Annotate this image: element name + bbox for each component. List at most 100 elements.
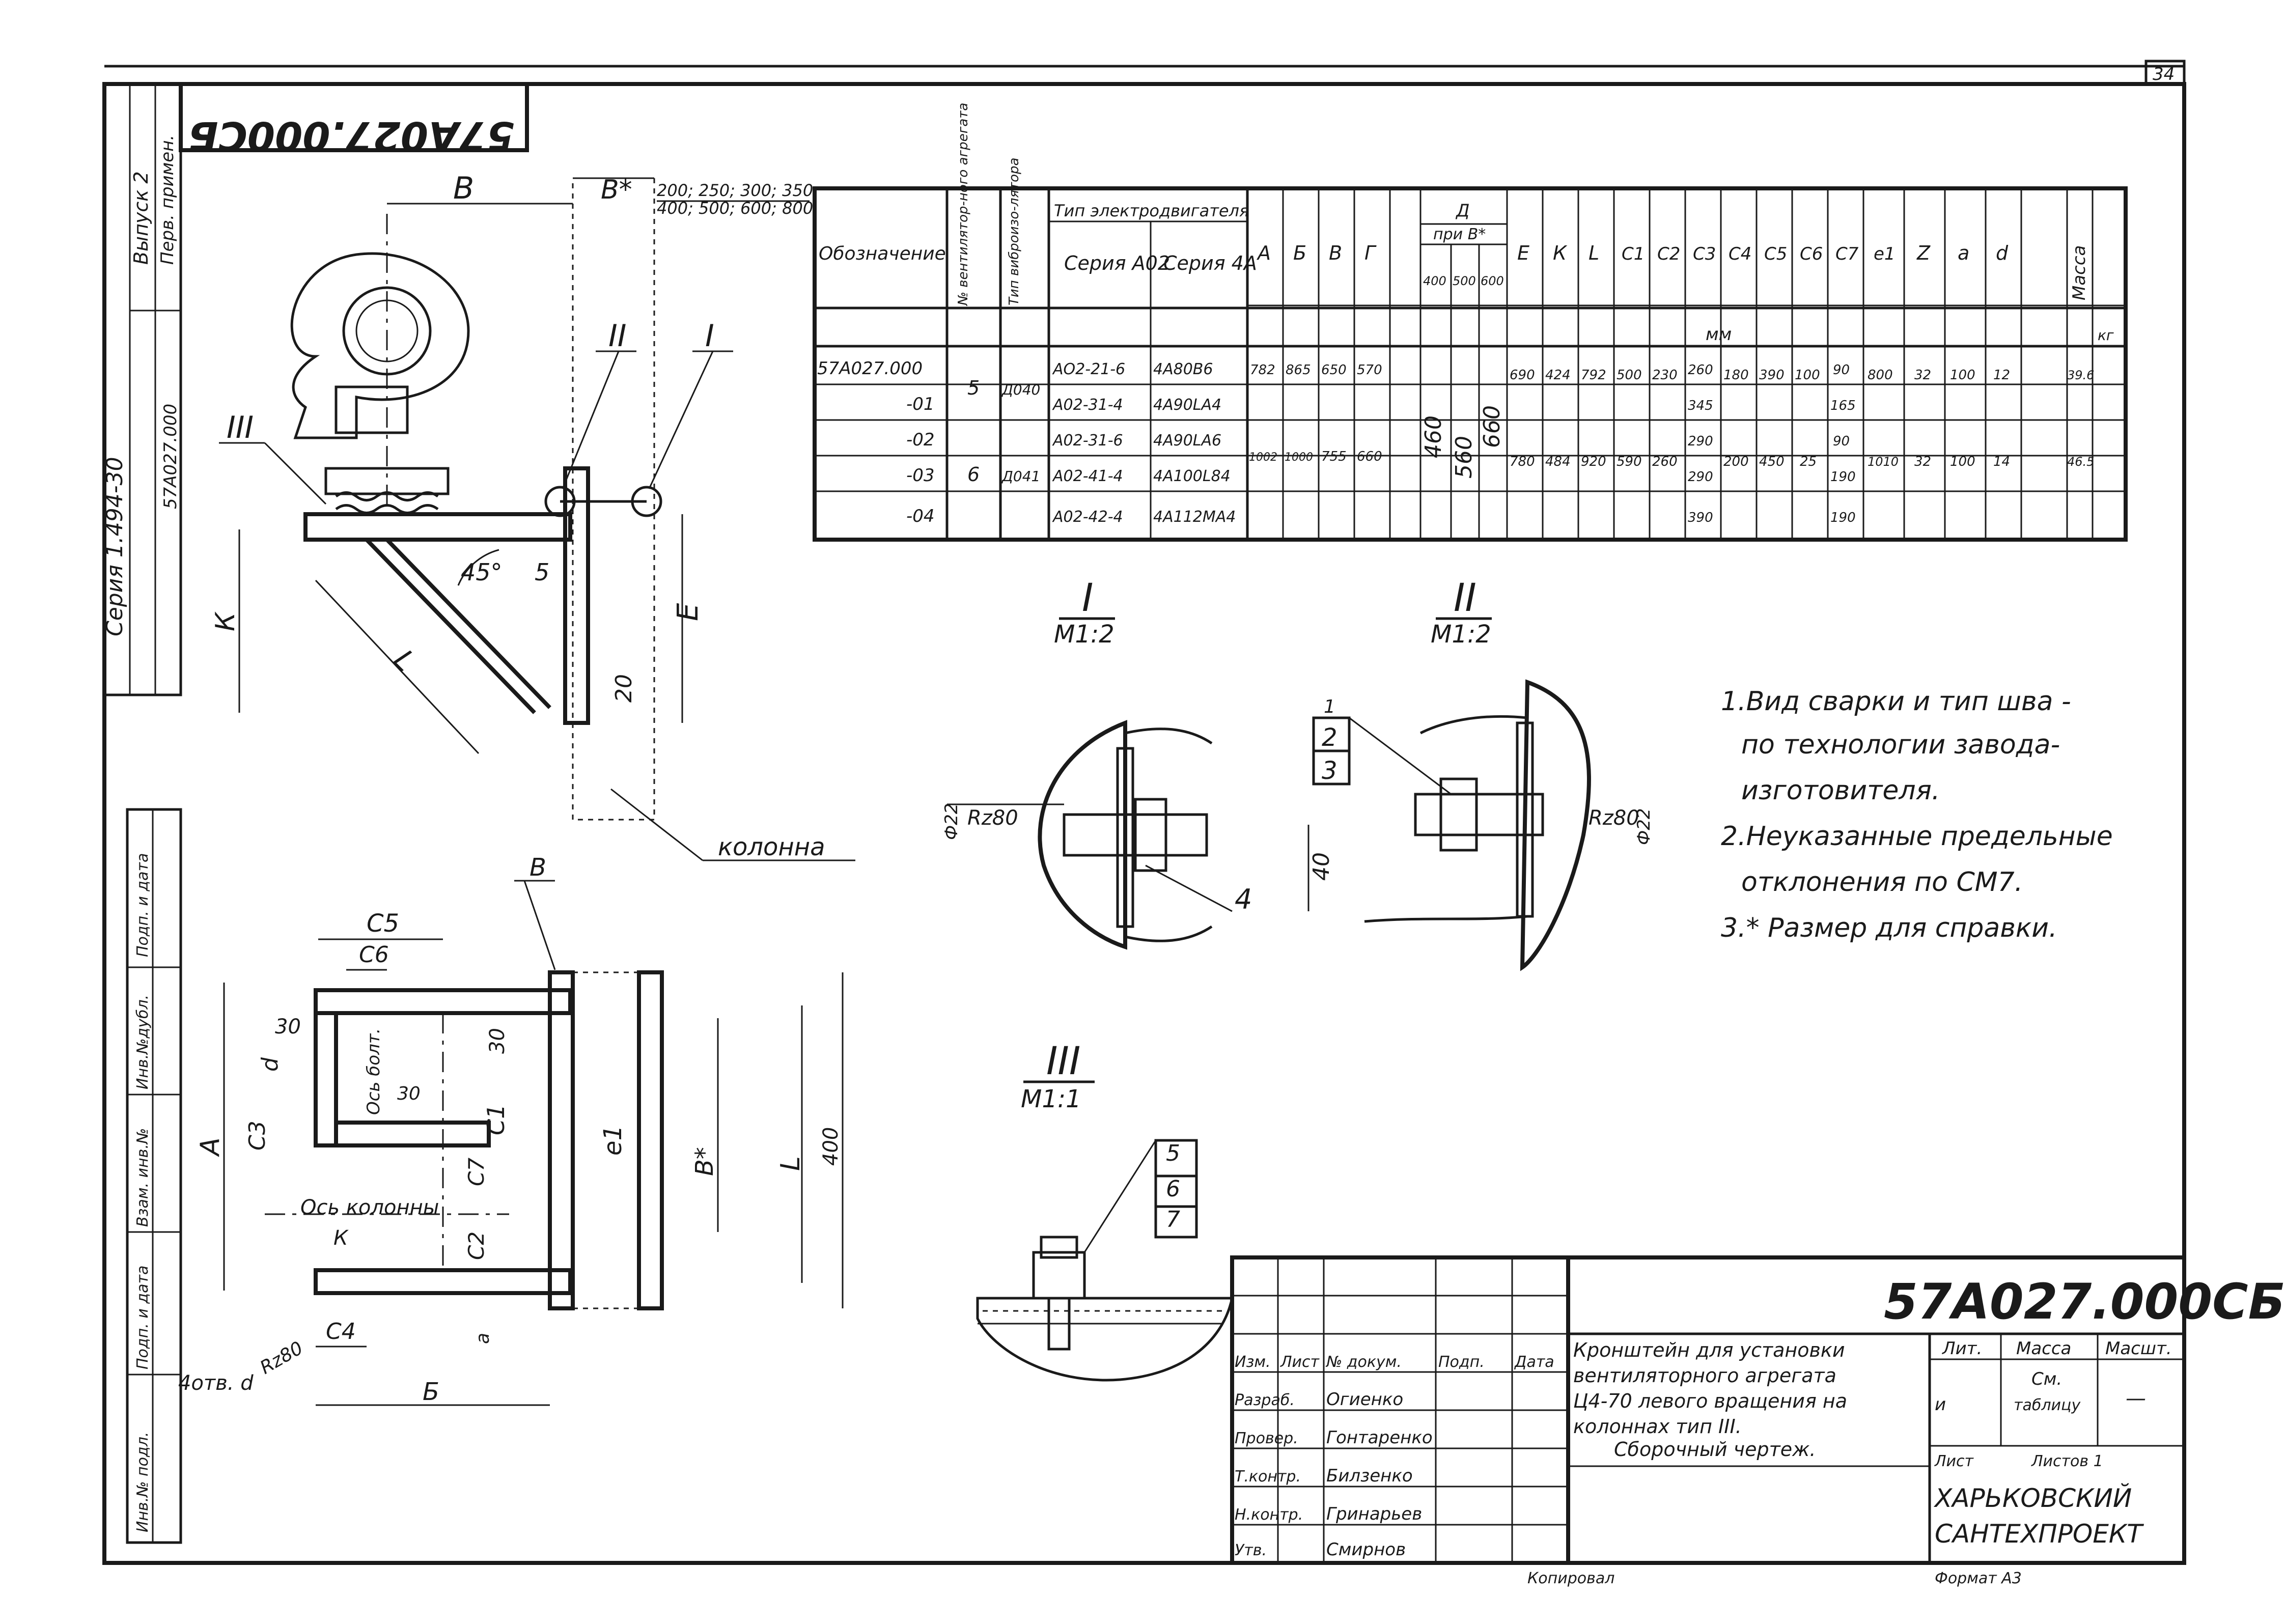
g2-C7b: 190 [1830, 469, 1856, 485]
plan-C1: С1 [482, 1104, 510, 1135]
g2-C3c: 390 [1688, 510, 1713, 525]
th-massa: Масса [2069, 245, 2089, 300]
main-dim-E: Е [672, 603, 705, 621]
plan-B: В [530, 853, 546, 882]
g2-C7a: 90 [1833, 434, 1850, 449]
plan-A: А [195, 1137, 226, 1157]
D-460: 460 [1420, 415, 1446, 458]
plan-C4: С4 [326, 1319, 356, 1345]
note-line-1: 1.Вид сварки и тип шва - [1721, 686, 2071, 717]
tb-code: 57А027.000СБ [1884, 1273, 2285, 1330]
detail-II: II М1:2 1 2 3 40 Rz80 Ф22 [1307, 575, 1654, 971]
note-line-4: 2.Неуказанные предельные [1721, 821, 2113, 852]
main-dim-5: 5 [535, 558, 549, 586]
th-C5: С5 [1764, 244, 1787, 264]
g2-C6: 25 [1800, 454, 1817, 469]
g1-L: 792 [1581, 368, 1606, 383]
th-kg: кг [2098, 327, 2114, 344]
rotated-code-box: 57A027.000CБ [179, 82, 529, 158]
row-4-4a: 4А100L84 [1153, 467, 1231, 485]
plan-Bstar: В* [690, 1147, 719, 1176]
g1-E: 690 [1510, 368, 1535, 383]
g1-C2: 230 [1652, 368, 1678, 383]
g2-C1: 590 [1617, 454, 1642, 469]
row-5-a02: А02-42-4 [1052, 508, 1123, 526]
g1-K: 424 [1545, 368, 1571, 383]
detail-II-title: II [1454, 575, 1476, 620]
main-ref-I: I [705, 318, 714, 354]
title-block: Изм. Лист № докум. Подп. Дата Разраб. Пр… [1230, 1255, 2285, 1587]
page-number: 34 [2153, 64, 2175, 85]
plan-400: 400 [819, 1127, 843, 1166]
tb-org: ХАРЬКОВСКИЙ [1933, 1483, 2132, 1513]
g1-C7b: 165 [1830, 398, 1856, 413]
tb-format: Формат А3 [1935, 1570, 2022, 1587]
detail-II-scale: М1:2 [1431, 620, 1491, 649]
g2-G: 660 [1357, 449, 1382, 464]
th-L: L [1589, 242, 1599, 264]
tb-podp: Подп. [1438, 1353, 1485, 1371]
row-2-4a: 4А90LA4 [1153, 396, 1221, 414]
th-d500: 500 [1453, 274, 1476, 288]
plan-view: С5 С6 30 d Ось болт. 30 30 С1 е1 В* L 40… [178, 853, 844, 1406]
g2-C7c: 190 [1830, 510, 1856, 525]
row-1-oboz: 57А027.000 [817, 358, 923, 379]
g1-C5: 390 [1759, 368, 1785, 383]
th-vibro: Тип виброизо-лятора [1007, 158, 1022, 305]
th-pri: при В* [1433, 226, 1486, 243]
plan-otv: 4отв. d [178, 1371, 254, 1395]
tb-name-line-4: колоннах тип III. [1573, 1415, 1742, 1438]
th-A: А [1256, 242, 1271, 264]
g1-massa: 39.6 [2067, 368, 2094, 382]
tb-role-5: Утв. [1235, 1542, 1267, 1559]
note-line-5: отклонения по СМ7. [1741, 867, 2023, 898]
detail-I-phi: Ф22 [941, 803, 962, 840]
g1-e1: 800 [1868, 368, 1893, 383]
detail-III-pos5: 5 [1166, 1140, 1180, 1166]
detail-II-40: 40 [1308, 852, 1334, 881]
row-5-oboz: -04 [906, 506, 935, 526]
parameters-table: Обозначение № вентилятор-ного агрегата Т… [813, 103, 2128, 542]
tb-massa-val: См. [2031, 1369, 2062, 1389]
th-C3: С3 [1693, 244, 1716, 264]
sheet-frame: 34 [102, 60, 2186, 1565]
tb-data: Дата [1514, 1353, 1554, 1371]
tb-list: Лист [1280, 1353, 1320, 1371]
main-ref-II: II [608, 318, 626, 354]
th-K: К [1553, 242, 1568, 264]
plan-30b: 30 [397, 1083, 421, 1104]
plan-C3: С3 [244, 1121, 270, 1151]
main-dim-20: 20 [611, 674, 637, 703]
tb-name-line-1: Кронштейн для установки [1573, 1339, 1845, 1361]
detail-I-title: I [1082, 575, 1093, 620]
th-oboznachenie: Обозначение [819, 243, 946, 264]
side-col-orig-inv: Инв.№ подл. [134, 1432, 152, 1532]
tb-massa-val2: таблицу [2014, 1396, 2081, 1414]
th-ser-a02: Серия А02 [1064, 252, 1170, 274]
g1-a: 100 [1950, 368, 1975, 383]
th-motor-type: Тип электродвигателя [1054, 201, 1249, 220]
tb-sheet: Лист [1934, 1452, 1974, 1470]
g2-e1: 1010 [1868, 455, 1899, 469]
g1-fan: 5 [967, 377, 980, 399]
side-series: Серия 1.494-30 [102, 457, 128, 636]
g2-Z: 32 [1914, 454, 1931, 469]
g1-d: 12 [1993, 368, 2010, 383]
tb-org2: САНТЕХПРОЕКТ [1935, 1519, 2144, 1549]
plan-Bb: Б [423, 1378, 439, 1406]
tb-ndoc: № докум. [1325, 1353, 1402, 1371]
main-dim-B: В [453, 171, 474, 206]
tb-role-1: Разраб. [1235, 1391, 1295, 1409]
g2-massa: 46.5 [2067, 455, 2094, 469]
g2-C4: 200 [1723, 454, 1749, 469]
detail-II-pos3: 3 [1322, 757, 1337, 785]
plan-os-kolonny: Ось колонны [300, 1196, 439, 1219]
tb-role-4: Н.контр. [1235, 1506, 1303, 1524]
tb-lit-val: и [1935, 1394, 1946, 1415]
tb-izm: Изм. [1235, 1353, 1271, 1371]
th-d: d [1996, 242, 2009, 264]
row-1-a02: АО2-21-6 [1052, 360, 1125, 378]
plan-rz80: Rz80 [257, 1337, 306, 1378]
note-line-2: по технологии завода- [1741, 730, 2060, 760]
